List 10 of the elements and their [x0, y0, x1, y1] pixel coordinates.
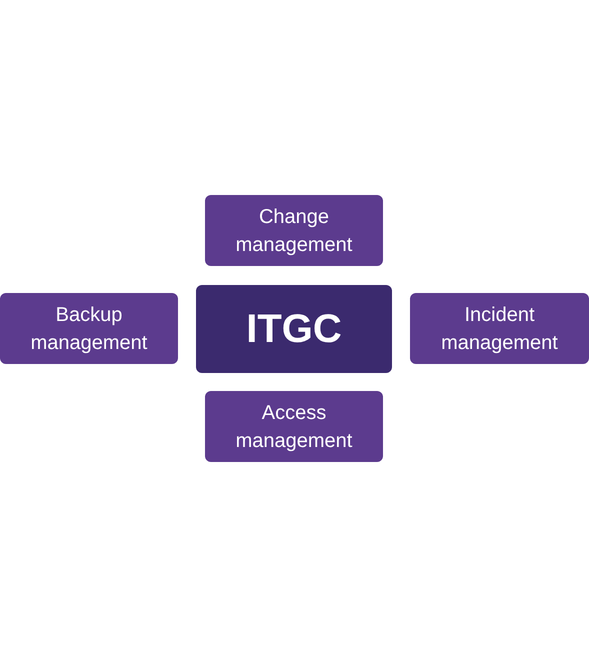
- topic-box: [410, 293, 589, 364]
- center-title: ITGC: [246, 309, 342, 349]
- topic-label: Incident management: [440, 302, 559, 356]
- topic-label: Change management: [234, 204, 354, 258]
- topic-box: [205, 391, 383, 462]
- topic-label: Access management: [234, 400, 354, 454]
- topic-label: Backup management: [30, 302, 148, 356]
- topic-box: [205, 195, 383, 266]
- central-box: [196, 285, 392, 373]
- topic-box: [0, 293, 178, 364]
